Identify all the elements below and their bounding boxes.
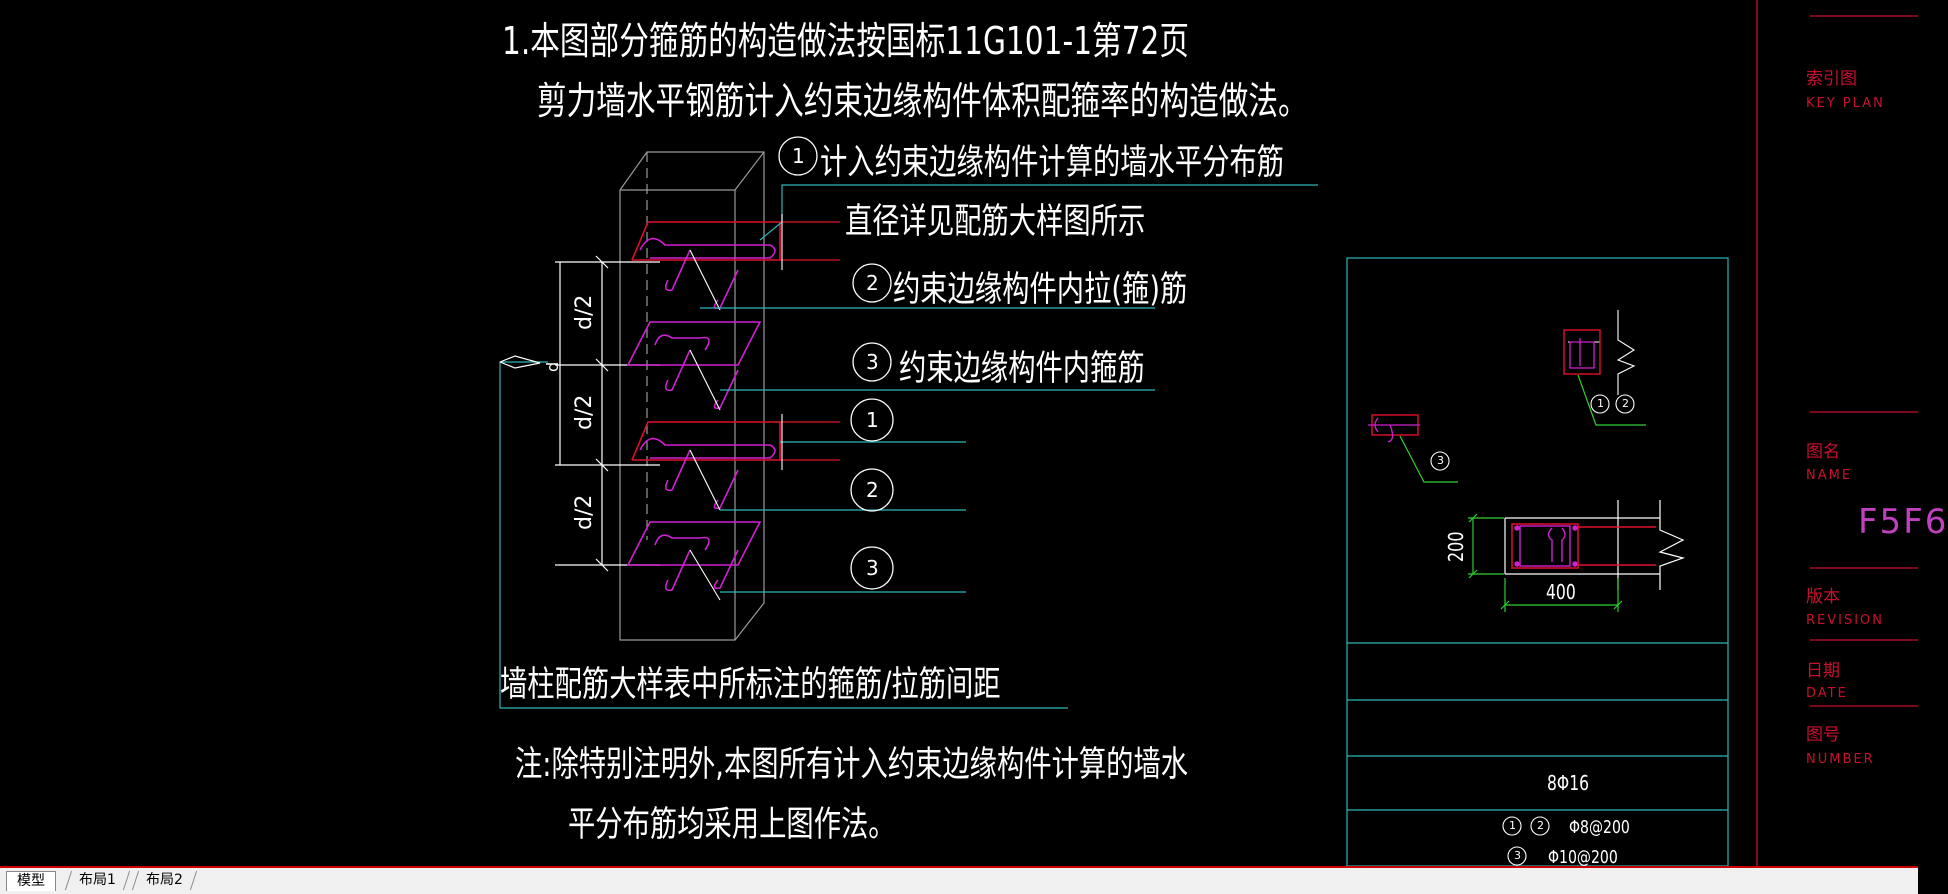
dimension-lines — [555, 255, 660, 572]
footer-note-line-1: 注:除特别注明外,本图所有计入约束边缘构件计算的墙水 — [515, 745, 1189, 785]
revision-label-cn: 版本 — [1806, 587, 1840, 607]
callout-1-subtext: 直径详见配筋大样图所示 — [845, 202, 1146, 242]
detail-callout-a: 1 — [1597, 397, 1604, 410]
dimension-green — [1468, 513, 1623, 612]
callout-3-text: 约束边缘构件内箍筋 — [899, 349, 1145, 389]
detail-callout-c: 3 — [1437, 454, 1444, 467]
detail-stirrup-b: Φ10@200 — [1548, 847, 1618, 868]
revision-label-en: REVISION — [1806, 613, 1885, 628]
tab-layout1-label: 布局1 — [79, 872, 116, 888]
detail-stirrup-a: Φ8@200 — [1569, 817, 1630, 838]
number-label-en: NUMBER — [1806, 752, 1875, 767]
name-label-cn: 图名 — [1806, 442, 1840, 462]
number-label-cn: 图号 — [1806, 725, 1840, 745]
tab-model[interactable]: 模型 — [6, 871, 56, 891]
key-plan-label-en: KEY PLAN — [1806, 96, 1885, 111]
note-line-1: 1.本图部分箍筋的构造做法按国标11G101-1第72页 — [502, 19, 1190, 63]
dim-d2-3: d/2 — [572, 494, 597, 530]
list-callout-2: 2 — [866, 478, 879, 502]
wall-horizontal-bars — [631, 221, 781, 461]
detail-stirrup-a-id-2: 2 — [1537, 819, 1544, 832]
detail-bars: 8Φ16 — [1547, 771, 1590, 795]
detail-callout-b: 2 — [1622, 397, 1629, 410]
list-callout-1: 1 — [866, 408, 879, 432]
column-wireframe — [619, 151, 765, 641]
callout-leaders — [700, 184, 1318, 593]
spacing-label: 墙柱配筋大样表中所标注的箍筋/拉筋间距 — [500, 665, 1001, 705]
name-label-en: NAME — [1806, 468, 1853, 483]
title-block-frame — [1756, 0, 1918, 866]
detail-stirrup-a-id-1: 1 — [1509, 819, 1516, 832]
callout-2-number: 2 — [866, 271, 879, 295]
detail-dim-200: 200 — [1444, 531, 1468, 562]
list-callout-3: 3 — [866, 556, 879, 580]
callout-1-text: 计入约束边缘构件计算的墙水平分布筋 — [820, 143, 1285, 183]
boundary-stirrups — [626, 237, 776, 566]
detail-stirrup-b-id: 3 — [1514, 849, 1521, 862]
layout-tab-bar: 模型 布局1 布局2 — [0, 866, 1918, 894]
callout-1-number: 1 — [792, 144, 805, 168]
drawing-name: F5F6 — [1858, 502, 1948, 542]
dim-d2-2: d/2 — [572, 394, 597, 430]
tab-layout1[interactable]: 布局1 — [64, 871, 131, 890]
tab-layout2[interactable]: 布局2 — [131, 871, 198, 890]
detail-dim-400: 400 — [1546, 580, 1576, 604]
note-line-2: 剪力墙水平钢筋计入约束边缘构件体积配箍率的构造做法。 — [537, 79, 1308, 123]
drawing-linework — [499, 0, 1918, 867]
footer-note-line-2: 平分布筋均采用上图作法。 — [568, 805, 896, 845]
date-label-en: DATE — [1806, 686, 1848, 701]
callout-2-text: 约束边缘构件内拉(箍)筋 — [893, 270, 1188, 310]
tab-layout2-label: 布局2 — [146, 872, 183, 888]
dim-d: d — [543, 361, 562, 372]
dim-d2-1: d/2 — [572, 294, 597, 330]
date-label-cn: 日期 — [1806, 661, 1840, 681]
key-plan-label-cn: 索引图 — [1806, 69, 1857, 89]
callout-circles — [778, 136, 894, 590]
callout-3-number: 3 — [866, 350, 879, 374]
cad-model-space[interactable]: 1.本图部分箍筋的构造做法按国标11G101-1第72页 剪力墙水平钢筋计入约束… — [0, 0, 1946, 868]
